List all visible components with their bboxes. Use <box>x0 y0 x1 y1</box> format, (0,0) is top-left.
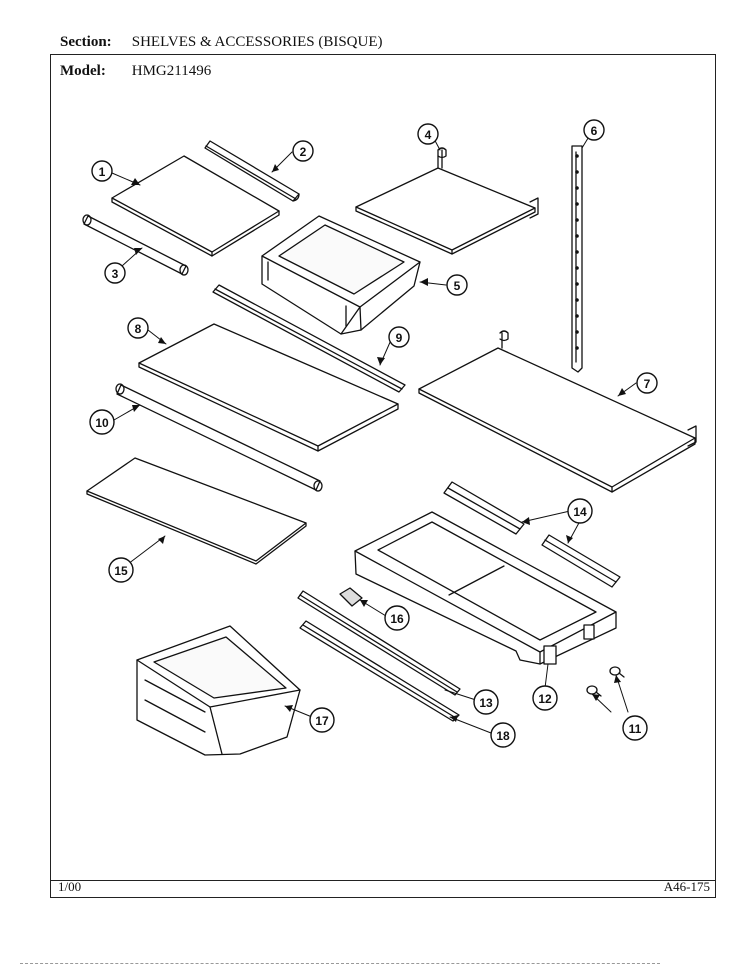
part-12-crisper-frame <box>354 511 617 665</box>
part-11-screws <box>586 666 625 697</box>
part-16-bracket <box>339 587 363 607</box>
callout-18: 18 <box>496 729 510 743</box>
callout-7: 7 <box>644 377 651 391</box>
callout-1: 1 <box>99 165 106 179</box>
part-14-frame-rails <box>443 481 621 588</box>
callout-9: 9 <box>396 331 403 345</box>
part-8-glass-shelf <box>138 323 399 452</box>
model-heading: Model: HMG211496 <box>60 63 211 80</box>
part-6-ladder <box>571 145 583 373</box>
callout-12: 12 <box>538 692 552 706</box>
part-9-trim-strip <box>212 284 406 393</box>
callout-4: 4 <box>425 128 432 142</box>
diagram-frame <box>50 54 716 898</box>
section-label: Section: <box>60 34 112 50</box>
callout-3: 3 <box>112 267 119 281</box>
callout-10: 10 <box>95 416 109 430</box>
callout-13: 13 <box>479 696 493 710</box>
callout-6: 6 <box>591 124 598 138</box>
footer-date: 1/00 <box>58 879 82 894</box>
part-3-rail <box>82 214 189 276</box>
part-7-cantilever-shelf <box>418 330 697 493</box>
model-value: HMG211496 <box>131 63 212 79</box>
part-13-trim <box>297 590 461 696</box>
footer-code: A46-175 <box>663 879 710 894</box>
callout-2: 2 <box>300 145 307 159</box>
callout-16: 16 <box>390 612 404 626</box>
part-2-trim-strip <box>204 140 300 202</box>
scan-artifact-line <box>20 963 660 964</box>
section-heading: Section: SHELVES & ACCESSORIES (BISQUE) <box>60 34 383 51</box>
section-value: SHELVES & ACCESSORIES (BISQUE) <box>131 34 383 50</box>
part-4-cantilever-shelf <box>355 147 539 255</box>
footer-rule <box>50 880 716 881</box>
part-1-glass-shelf <box>111 155 280 257</box>
callout-15: 15 <box>114 564 128 578</box>
callout-11: 11 <box>629 722 642 736</box>
callout-8: 8 <box>135 322 142 336</box>
callout-17: 17 <box>315 714 329 728</box>
part-17-crisper-drawer <box>136 625 301 756</box>
part-15-glass-panel <box>86 457 307 565</box>
callout-14: 14 <box>573 505 587 519</box>
model-label: Model: <box>60 63 106 79</box>
part-18-trim <box>299 620 460 722</box>
part-5-deli-drawer <box>261 215 421 335</box>
part-10-rail <box>115 383 323 492</box>
callout-5: 5 <box>454 279 461 293</box>
